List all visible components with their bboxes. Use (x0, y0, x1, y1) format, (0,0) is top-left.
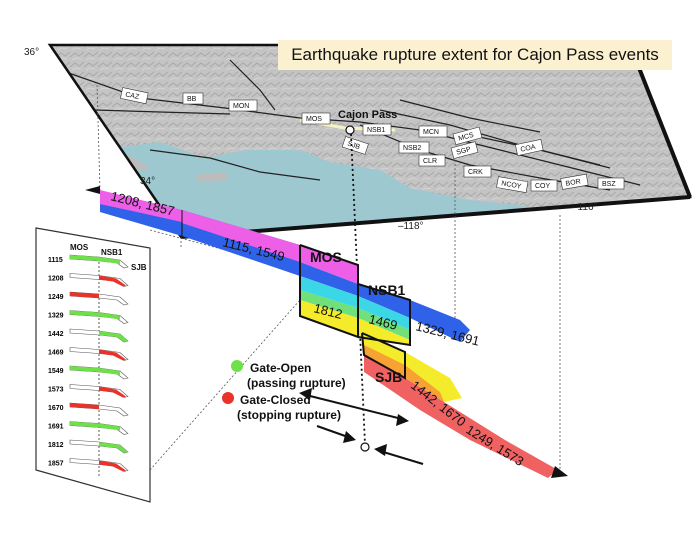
band-salmon-sjb (364, 355, 558, 478)
gate-open-sub: (passing rupture) (247, 376, 346, 390)
fault-tag-bor: BOR (565, 178, 581, 188)
inset-col-sjb: SJB (131, 263, 147, 272)
inset-fault-outline (69, 347, 129, 361)
segment-sjb: SJB (375, 369, 402, 385)
label-1469: 1469 (367, 311, 399, 333)
inset-col-nsb1: NSB1 (101, 248, 123, 257)
fault-tag-coy: COY (535, 183, 551, 190)
inset-year: 1249 (48, 294, 64, 301)
stopping-arrow-left (316, 425, 349, 438)
inset-row: 1208 (48, 273, 129, 287)
map-sea (70, 120, 560, 237)
fault-tag-clr: CLR (423, 158, 437, 165)
lat-label-36: 36° (24, 47, 39, 58)
arrowhead-east (551, 466, 568, 478)
inset-year: 1691 (48, 424, 64, 431)
inset-year: 1670 (48, 405, 64, 412)
fault-tag-bb: BB (187, 96, 197, 103)
inset-year: 1208 (48, 276, 64, 283)
inset-year: 1442 (48, 331, 64, 338)
fault-tag-mos: MOS (306, 116, 322, 123)
inset-open-bar (99, 331, 128, 342)
inset-open-bar (70, 255, 120, 264)
inset-open-bar (70, 421, 120, 431)
inset-closed-bar (99, 386, 126, 398)
lon-label-118: –118° (398, 221, 424, 232)
inset-year: 1549 (48, 368, 64, 375)
map-panel: 36° 34° –118° –116° CAZ BB MON MOS NSB1 … (24, 43, 692, 239)
inset-row: 1249 (48, 291, 129, 306)
inset-year: 1469 (48, 350, 64, 357)
figure-title: Earthquake rupture extent for Cajon Pass… (278, 40, 672, 70)
gate-marker (360, 442, 370, 452)
inset-rows: 1115 1208 1249 1329 1442 1469 1549 1573 1670 1691… (48, 254, 129, 472)
gate-open-label: Gate-Open (250, 361, 311, 375)
fault-tag-caz: CAZ (125, 91, 141, 101)
inset-fault-outline (69, 458, 129, 472)
fault-tag-mcs: MCS (458, 132, 475, 143)
gate-open-dot (231, 360, 243, 372)
inset-closed-bar (70, 292, 99, 298)
inset-closed-bar (99, 275, 126, 287)
fault-tag-nsb1: NSB1 (367, 127, 385, 134)
inset-fault-outline (69, 273, 129, 287)
inset-year: 1115 (48, 257, 63, 264)
fault-tags: CAZ BB MON MOS NSB1 SJB MCN MCS SGP NSB2… (120, 87, 625, 193)
stopping-arrow-right (379, 450, 424, 465)
gate-closed-dot (222, 392, 234, 404)
inset-row: 1812 (48, 439, 129, 454)
segment-mos: MOS (310, 249, 342, 265)
band-magenta-west (100, 190, 182, 222)
lat-label-34: 34° (140, 176, 155, 187)
inset-row: 1115 (48, 254, 129, 269)
gate-legend: Gate-Open (passing rupture) Gate-Closed … (222, 360, 424, 465)
band-yellow-sjb (362, 333, 462, 402)
band-magenta-mos (182, 210, 300, 262)
inset-row: 1442 (48, 328, 129, 343)
inset-year: 1573 (48, 387, 64, 394)
fault-tag-nsb2: NSB2 (403, 145, 421, 152)
cajon-pass-label: Cajon Pass (338, 109, 397, 121)
label-1812: 1812 (312, 300, 344, 322)
inset-row: 1691 (48, 421, 129, 435)
inset-row: 1549 (48, 365, 129, 380)
event-inset: MOS NSB1 SJB 1115 1208 1249 1329 1442 1469 154… (35, 227, 151, 503)
lon-label-116: –116° (572, 202, 598, 213)
inset-open-bar (70, 310, 120, 320)
inset-row: 1469 (48, 347, 129, 361)
inset-col-mos: MOS (70, 243, 89, 252)
inset-closed-bar (99, 349, 126, 361)
label-1249-1573: 1249, 1573 (463, 422, 526, 469)
inset-year: 1857 (48, 461, 64, 468)
fault-tag-mcn: MCN (423, 129, 439, 136)
passing-arrow (305, 394, 403, 420)
inset-row: 1857 (48, 458, 129, 472)
inset-year: 1329 (48, 313, 64, 320)
inset-fault-outline (69, 384, 129, 398)
inset-row: 1573 (48, 384, 129, 398)
fault-tag-mon: MON (233, 103, 249, 110)
inset-closed-bar (70, 403, 99, 409)
inset-open-bar (70, 366, 120, 375)
fault-tag-sgp: SGP (456, 146, 472, 157)
fault-tag-crk: CRK (468, 169, 483, 176)
inset-row: 1329 (48, 310, 129, 324)
segment-labels: MOS NSB1 SJB (310, 249, 406, 385)
inset-year: 1812 (48, 442, 64, 449)
inset-closed-bar (99, 460, 126, 472)
fault-tag-ncoy: NCOY (501, 180, 522, 190)
gate-closed-label: Gate-Closed (240, 393, 311, 407)
fault-tag-bsz: BSZ (602, 181, 616, 188)
segment-nsb1: NSB1 (368, 282, 406, 298)
fault-tag-coa: COA (520, 144, 537, 154)
gate-closed-sub: (stopping rupture) (237, 408, 341, 422)
arrowhead-west (85, 186, 100, 194)
inset-row: 1670 (48, 402, 129, 417)
rupture-bands (85, 186, 568, 478)
cajon-pass-marker (345, 125, 355, 135)
inset-open-bar (99, 442, 128, 453)
fault-tag-sjb: SJB (346, 141, 361, 152)
